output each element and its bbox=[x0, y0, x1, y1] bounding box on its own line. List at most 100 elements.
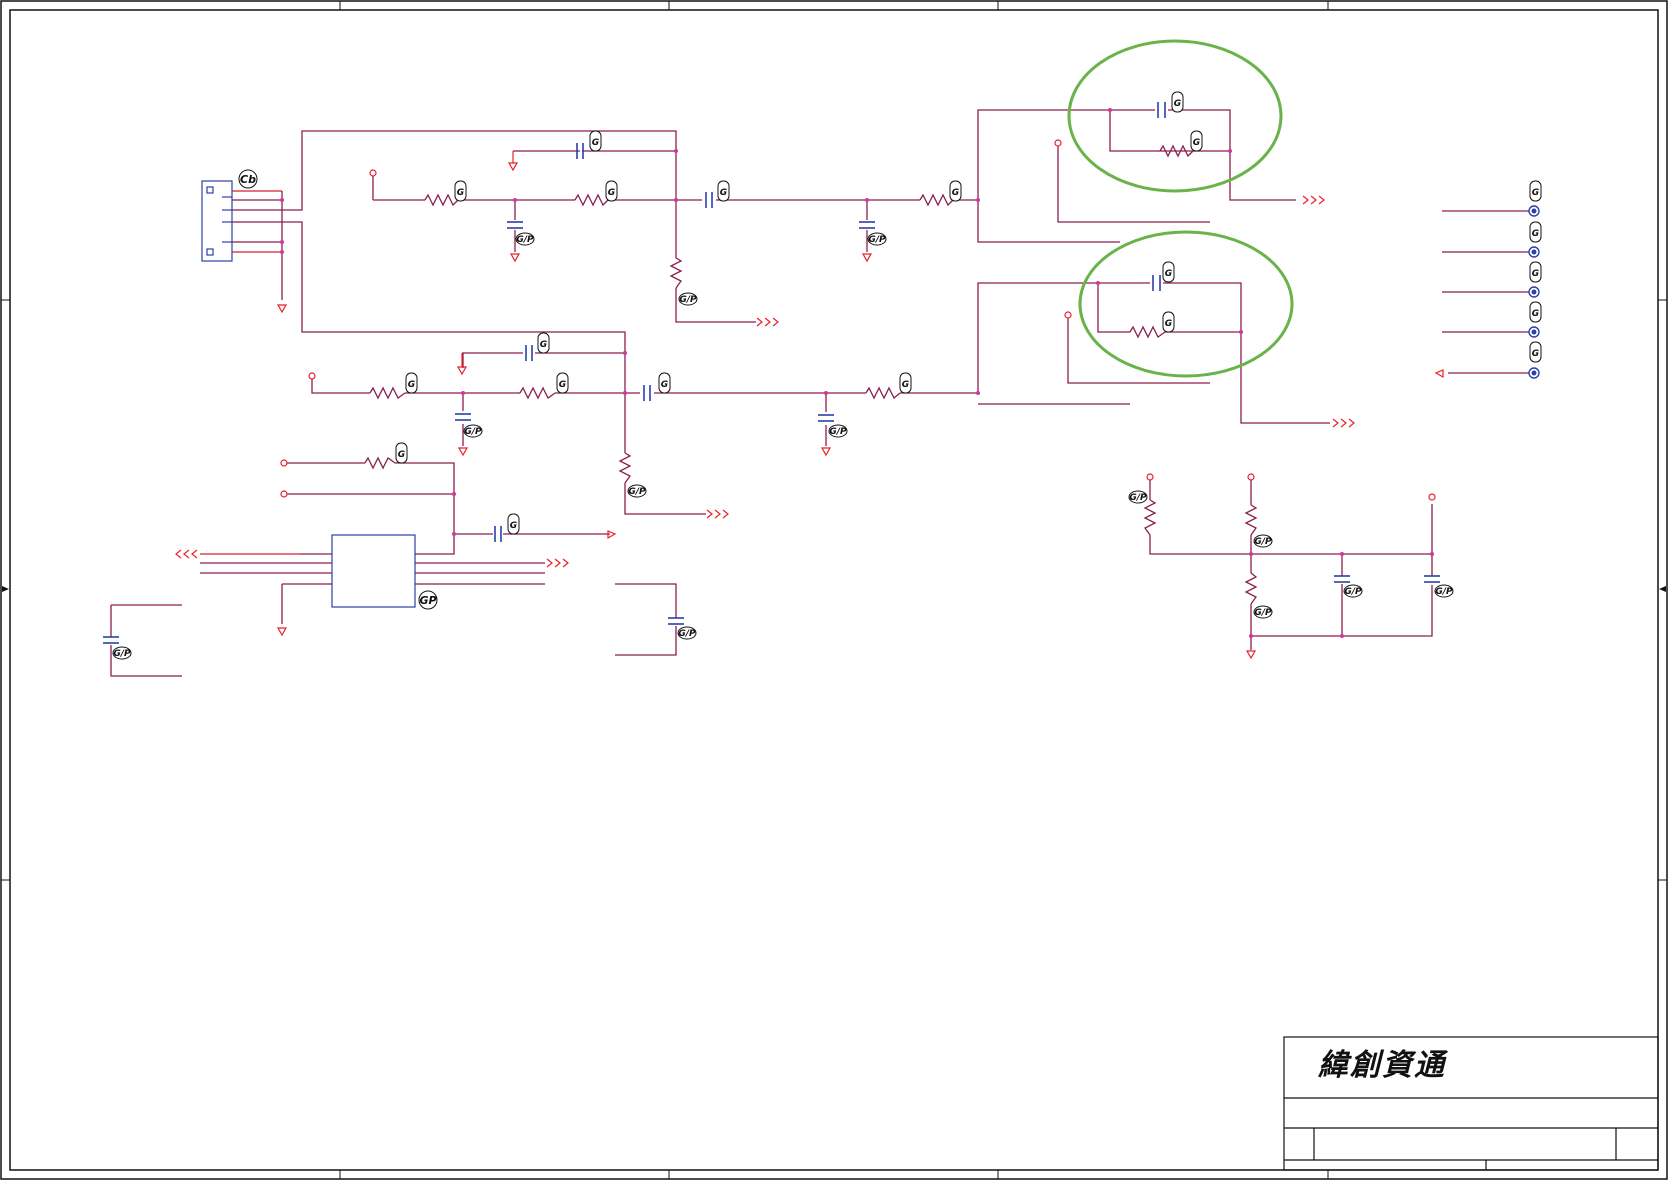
part-mark-label: G bbox=[1532, 349, 1539, 359]
part-mark-label: G bbox=[1532, 269, 1539, 279]
capacitor-c3 bbox=[1157, 102, 1166, 118]
part-mark-label: G bbox=[540, 340, 547, 350]
part-mark-label: G bbox=[510, 521, 517, 531]
capacitor-c4 bbox=[525, 345, 533, 361]
capacitor-c11 bbox=[818, 414, 834, 422]
center-arrow-left-icon bbox=[2, 586, 9, 592]
part-marks: G G G G G G G G G G G G G G G G G G G G … bbox=[395, 91, 1542, 535]
resistor-r2 bbox=[574, 193, 609, 207]
ground-icon bbox=[861, 253, 873, 263]
capacitor-c2 bbox=[705, 192, 713, 208]
off-page-connector-icon bbox=[1332, 418, 1355, 428]
part-mark: G bbox=[405, 372, 418, 394]
off-page-connector-icon bbox=[175, 549, 198, 559]
gp-mark-label: G/P bbox=[679, 295, 697, 305]
ground-icon bbox=[509, 253, 521, 263]
part-mark-label: G bbox=[608, 188, 615, 198]
power-pins bbox=[280, 139, 1436, 501]
power-pin-icon bbox=[280, 459, 288, 467]
gp-mark-label: G/P bbox=[516, 235, 534, 245]
capacitor-c8 bbox=[507, 221, 523, 229]
resistor-r12 bbox=[1143, 499, 1157, 536]
off-page-connector-icon bbox=[1302, 195, 1325, 205]
off-page-connector-icon bbox=[546, 558, 569, 568]
gp-mark-label: G/P bbox=[1254, 608, 1272, 618]
part-mark: G bbox=[1171, 91, 1184, 113]
highlight-ellipse-top bbox=[1067, 39, 1283, 193]
ground-icon bbox=[457, 447, 469, 457]
part-mark: G bbox=[1529, 341, 1542, 363]
jack-pin-icon bbox=[1528, 205, 1540, 217]
capacitor-c12 bbox=[668, 617, 684, 625]
gp-mark: G/P bbox=[1253, 534, 1273, 548]
highlight-annotations bbox=[1067, 39, 1294, 378]
power-pin-icon bbox=[1054, 139, 1062, 147]
resistor-r1 bbox=[424, 193, 459, 207]
power-pin-icon bbox=[369, 169, 377, 177]
ic-chip: GP bbox=[331, 534, 438, 610]
part-mark: G bbox=[454, 180, 467, 202]
ground-icon bbox=[276, 304, 288, 314]
gp-mark: G/P bbox=[828, 424, 848, 438]
connector-badge: Cb bbox=[240, 173, 256, 186]
part-mark: G bbox=[537, 332, 550, 354]
company-name: 緯創資通 bbox=[1317, 1048, 1449, 1083]
off-page-connector-icon bbox=[706, 509, 729, 519]
capacitor-c7 bbox=[494, 526, 502, 542]
gp-mark: G/P bbox=[1343, 584, 1363, 598]
off-page-connectors bbox=[175, 195, 1355, 568]
gp-mark-label: G/P bbox=[628, 487, 646, 497]
resistor-r5 bbox=[369, 386, 406, 400]
gp-mark: G/P bbox=[463, 424, 483, 438]
gp-mark-label: G/P bbox=[1344, 587, 1362, 597]
part-mark: G bbox=[1162, 261, 1175, 283]
capacitor-c1 bbox=[576, 143, 584, 159]
gp-mark-label: G/P bbox=[464, 427, 482, 437]
part-mark: G bbox=[1529, 180, 1542, 202]
jack-pin-icon bbox=[1528, 367, 1540, 379]
gp-mark-label: G/P bbox=[829, 427, 847, 437]
gp-mark-label: G/P bbox=[1129, 493, 1147, 503]
gp-marks: G/P G/P G/P G/P G/P G/P G/P G/P G/P G/P … bbox=[112, 232, 1454, 660]
wires bbox=[110, 109, 1530, 677]
gp-mark-label: G/P bbox=[1435, 587, 1453, 597]
capacitor-c5 bbox=[643, 385, 651, 401]
capacitor-c6 bbox=[1152, 275, 1161, 291]
part-mark: G bbox=[605, 180, 618, 202]
part-mark-label: G bbox=[457, 188, 464, 198]
gp-mark-label: G/P bbox=[1254, 537, 1272, 547]
capacitor-c13 bbox=[103, 636, 119, 644]
part-mark-label: G bbox=[408, 380, 415, 390]
part-mark: G bbox=[949, 180, 962, 202]
power-pin-icon bbox=[1428, 493, 1436, 501]
part-mark-label: G bbox=[1165, 269, 1172, 279]
part-mark-label: G bbox=[720, 188, 727, 198]
ground-icon bbox=[607, 530, 617, 540]
part-mark-label: G bbox=[1532, 188, 1539, 198]
gp-mark: G/P bbox=[627, 484, 647, 498]
resistor-r11 bbox=[618, 452, 632, 484]
resistor-r4 bbox=[1159, 144, 1194, 158]
gp-mark-label: G/P bbox=[678, 629, 696, 639]
part-mark-label: G bbox=[661, 380, 668, 390]
part-mark: G bbox=[1162, 311, 1175, 333]
part-mark-label: G bbox=[902, 380, 909, 390]
gp-mark: G/P bbox=[1128, 490, 1148, 504]
ground-icon bbox=[1434, 369, 1444, 379]
part-mark-label: G bbox=[398, 450, 405, 460]
part-mark: G bbox=[1529, 261, 1542, 283]
capacitor-c14 bbox=[1334, 575, 1350, 583]
gp-mark: G/P bbox=[678, 292, 698, 306]
center-arrow-right-icon bbox=[1659, 586, 1666, 592]
resistor-r7 bbox=[865, 386, 901, 400]
ground-icon bbox=[456, 366, 468, 376]
junction-dots bbox=[280, 108, 1434, 638]
gp-mark: G/P bbox=[1434, 584, 1454, 598]
part-mark: G bbox=[556, 372, 569, 394]
capacitor-c15 bbox=[1424, 575, 1440, 583]
resistor-r10 bbox=[669, 257, 683, 289]
part-mark-label: G bbox=[1165, 319, 1172, 329]
part-mark: G bbox=[658, 372, 671, 394]
power-pin-stubs bbox=[372, 176, 1252, 485]
